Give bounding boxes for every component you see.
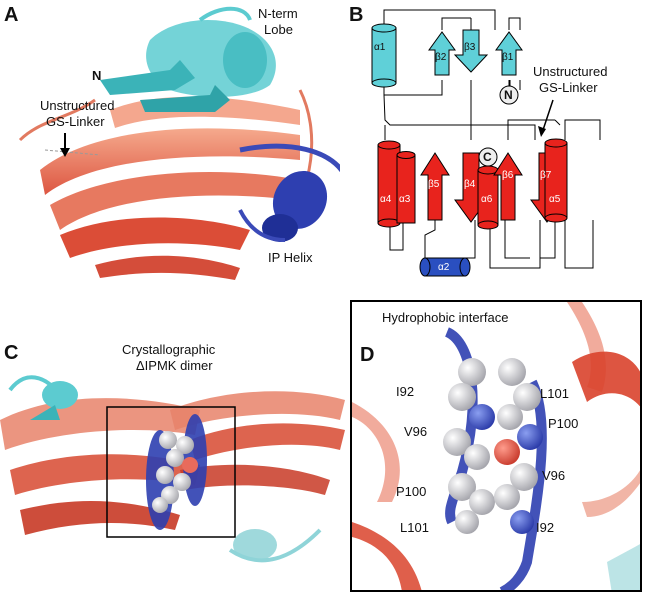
strand-beta5 [420, 152, 450, 221]
panel-b: B α1 β2 β3 β1 N Unstructured GS-Linker C… [345, 0, 646, 290]
topology-label-b1: β1 [502, 52, 514, 63]
strand-beta1 [495, 31, 523, 76]
n-term-lobe-label-line2: Lobe [264, 22, 293, 37]
panel-d-interface-illustration [352, 302, 640, 590]
topology-label-a4: α4 [380, 194, 392, 205]
topology-label-a6: α6 [481, 194, 493, 205]
linker-label-line2: GS-Linker [539, 80, 598, 95]
residue-p100-left: P100 [396, 484, 427, 499]
topology-label-b5: β5 [428, 179, 440, 190]
panel-c-label: C [4, 342, 19, 364]
n-terminus-circle-label: N [504, 88, 513, 102]
n-term-lobe-label-line1: N-term [258, 6, 298, 21]
gs-linker-label-line1: Unstructured [40, 98, 115, 113]
dimer-title-line2: ΔIPMK dimer [136, 358, 213, 373]
ip-helix-label: IP Helix [268, 250, 313, 265]
panel-d: D Hydrophobic interface I92 L101 V96 P10… [350, 300, 642, 592]
topology-label-b4: β4 [464, 179, 476, 190]
topology-label-a3: α3 [399, 194, 411, 205]
panel-a-structure-illustration [18, 6, 340, 280]
strand-beta3 [453, 29, 489, 73]
residue-v96-left: V96 [404, 424, 428, 439]
n-terminus-label: N [92, 68, 102, 83]
panel-c: C Crystallographic ΔIPMK dimer [0, 300, 345, 596]
topology-label-b6: β6 [502, 170, 514, 181]
topology-label-a2: α2 [438, 262, 450, 273]
panel-a: A N-term Lobe N Unstructured GS-Linker I… [0, 0, 340, 290]
panel-a-label: A [4, 4, 19, 26]
interface-title: Hydrophobic interface [382, 310, 509, 325]
panel-c-dimer-illustration [0, 375, 345, 563]
strand-beta6 [493, 152, 523, 221]
residue-i92-top: I92 [396, 384, 415, 399]
c-terminus-circle-label: C [483, 150, 492, 164]
residue-l101-bottom: L101 [400, 520, 429, 535]
dimer-title-line1: Crystallographic [122, 342, 216, 357]
residue-v96-right: V96 [542, 468, 566, 483]
gs-linker-label-line2: GS-Linker [46, 114, 105, 129]
residue-i92-bottom: I92 [536, 520, 555, 535]
panel-d-label: D [360, 344, 375, 366]
panel-b-topology-diagram [371, 9, 601, 277]
residue-l101-top: L101 [540, 386, 569, 401]
strand-beta2 [428, 31, 456, 76]
residue-p100-right: P100 [548, 416, 579, 431]
topology-label-b2: β2 [435, 52, 447, 63]
topology-label-a5: α5 [549, 194, 561, 205]
panel-b-label: B [349, 4, 364, 26]
topology-label-b3: β3 [464, 42, 476, 53]
linker-label-line1: Unstructured [533, 64, 608, 79]
topology-label-b7: β7 [540, 170, 552, 181]
helix-alpha1 [371, 23, 397, 88]
topology-label-a1: α1 [374, 42, 386, 53]
